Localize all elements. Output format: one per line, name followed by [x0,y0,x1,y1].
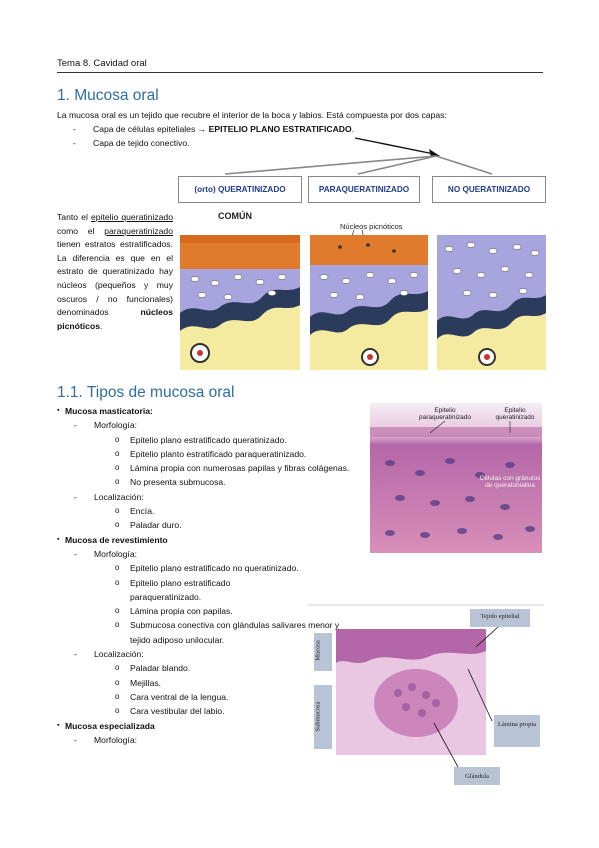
running-header: Tema 8. Cavidad oral [57,58,147,69]
figure-label-common: COMÚN [218,211,252,221]
list-item: Lámina propia con papilas. [57,604,357,619]
list-item: Cara vestibular del labio. [57,704,357,719]
layer-item-connective: Capa de tejido conectivo. [73,136,354,150]
list-item-morfologia: Morfología: [57,733,357,748]
layers-list: Capa de células epiteliales → EPITELIO P… [73,122,354,150]
micrograph-label-cells: Células con gránulos de queratohialina [479,475,541,489]
type-label-no-queratinizado: NO QUERATINIZADO [432,176,546,203]
micrograph-label-para: Epitelio paraqueratinizado [418,407,472,421]
list-item-localizacion: Localización: [57,647,357,662]
illustration-no-queratinizado [437,235,546,370]
micrograph-mucosa-submucosa: Tejido epitelial Mucosa Submucosa Lámina… [308,603,544,788]
list-item-morfologia: Morfología: [57,418,357,433]
layer-item-epithelial: Capa de células epiteliales → EPITELIO P… [73,122,354,136]
micrograph-label-quera: Epitelio queratinizado [495,407,535,421]
list-item: Submucosa conectiva con glándulas saliva… [57,618,355,647]
list-item: Epitelio plano estratificado queratiniza… [57,433,357,448]
list-item-masticatoria: Mucosa masticatoria: [57,404,357,419]
keratin-explanation-paragraph: Tanto el epitelio queratinizado como el … [57,212,173,331]
micrograph-label-mucosa: Mucosa [314,640,322,661]
list-item: Epitelio plano estratificado paraquerati… [57,576,297,605]
list-item: Lámina propia con numerosas papilas y fi… [57,461,357,476]
list-item: Epitelio plano estratificado no queratin… [57,561,357,576]
micrograph-label-submucosa: Submucosa [314,701,322,732]
list-item: No presenta submucosa. [57,475,357,490]
mucosa-types-list: Mucosa masticatoria: Morfología: Epiteli… [57,404,357,747]
micrograph-label-epitelial: Tejido epitelial [480,613,520,620]
epithelium-types-row: (orto) QUERATINIZADO PARAQUERATINIZADO N… [178,172,546,206]
list-item-revestimiento: Mucosa de revestimiento [57,533,357,548]
micrograph-label-lamina: Lámina propia [497,721,537,728]
type-label-paraqueratinizado: PARAQUERATINIZADO [308,176,420,203]
list-item: Epitelio planto estratificado paraquerat… [57,447,357,462]
list-item: Cara ventral de la lengua. [57,690,357,705]
figure-label-nuclei: Núcleos picnóticos [340,222,403,231]
section-title-mucosa-oral: 1. Mucosa oral [57,87,159,104]
section-title-tipos-mucosa: 1.1. Tipos de mucosa oral [57,384,235,401]
list-item: Mejillas. [57,676,357,691]
illustration-queratinizado [180,235,300,370]
list-item: Paladar duro. [57,518,357,533]
header-rule [57,72,543,73]
illustration-paraqueratinizado [310,235,428,370]
intro-paragraph: La mucosa oral es un tejido que recubre … [57,110,447,120]
list-item-morfologia: Morfología: [57,547,357,562]
list-item-especializada: Mucosa especializada [57,719,357,734]
branch-arrow-diagram [224,137,493,175]
micrograph-label-glandula: Glándula [465,773,489,780]
micrograph-epithelium: Epitelio paraqueratinizado Epitelio quer… [370,403,542,553]
list-item: Paladar blando. [57,661,357,676]
list-item-localizacion: Localización: [57,490,357,505]
list-item: Encía. [57,504,357,519]
type-label-queratinizado: (orto) QUERATINIZADO [178,176,302,203]
